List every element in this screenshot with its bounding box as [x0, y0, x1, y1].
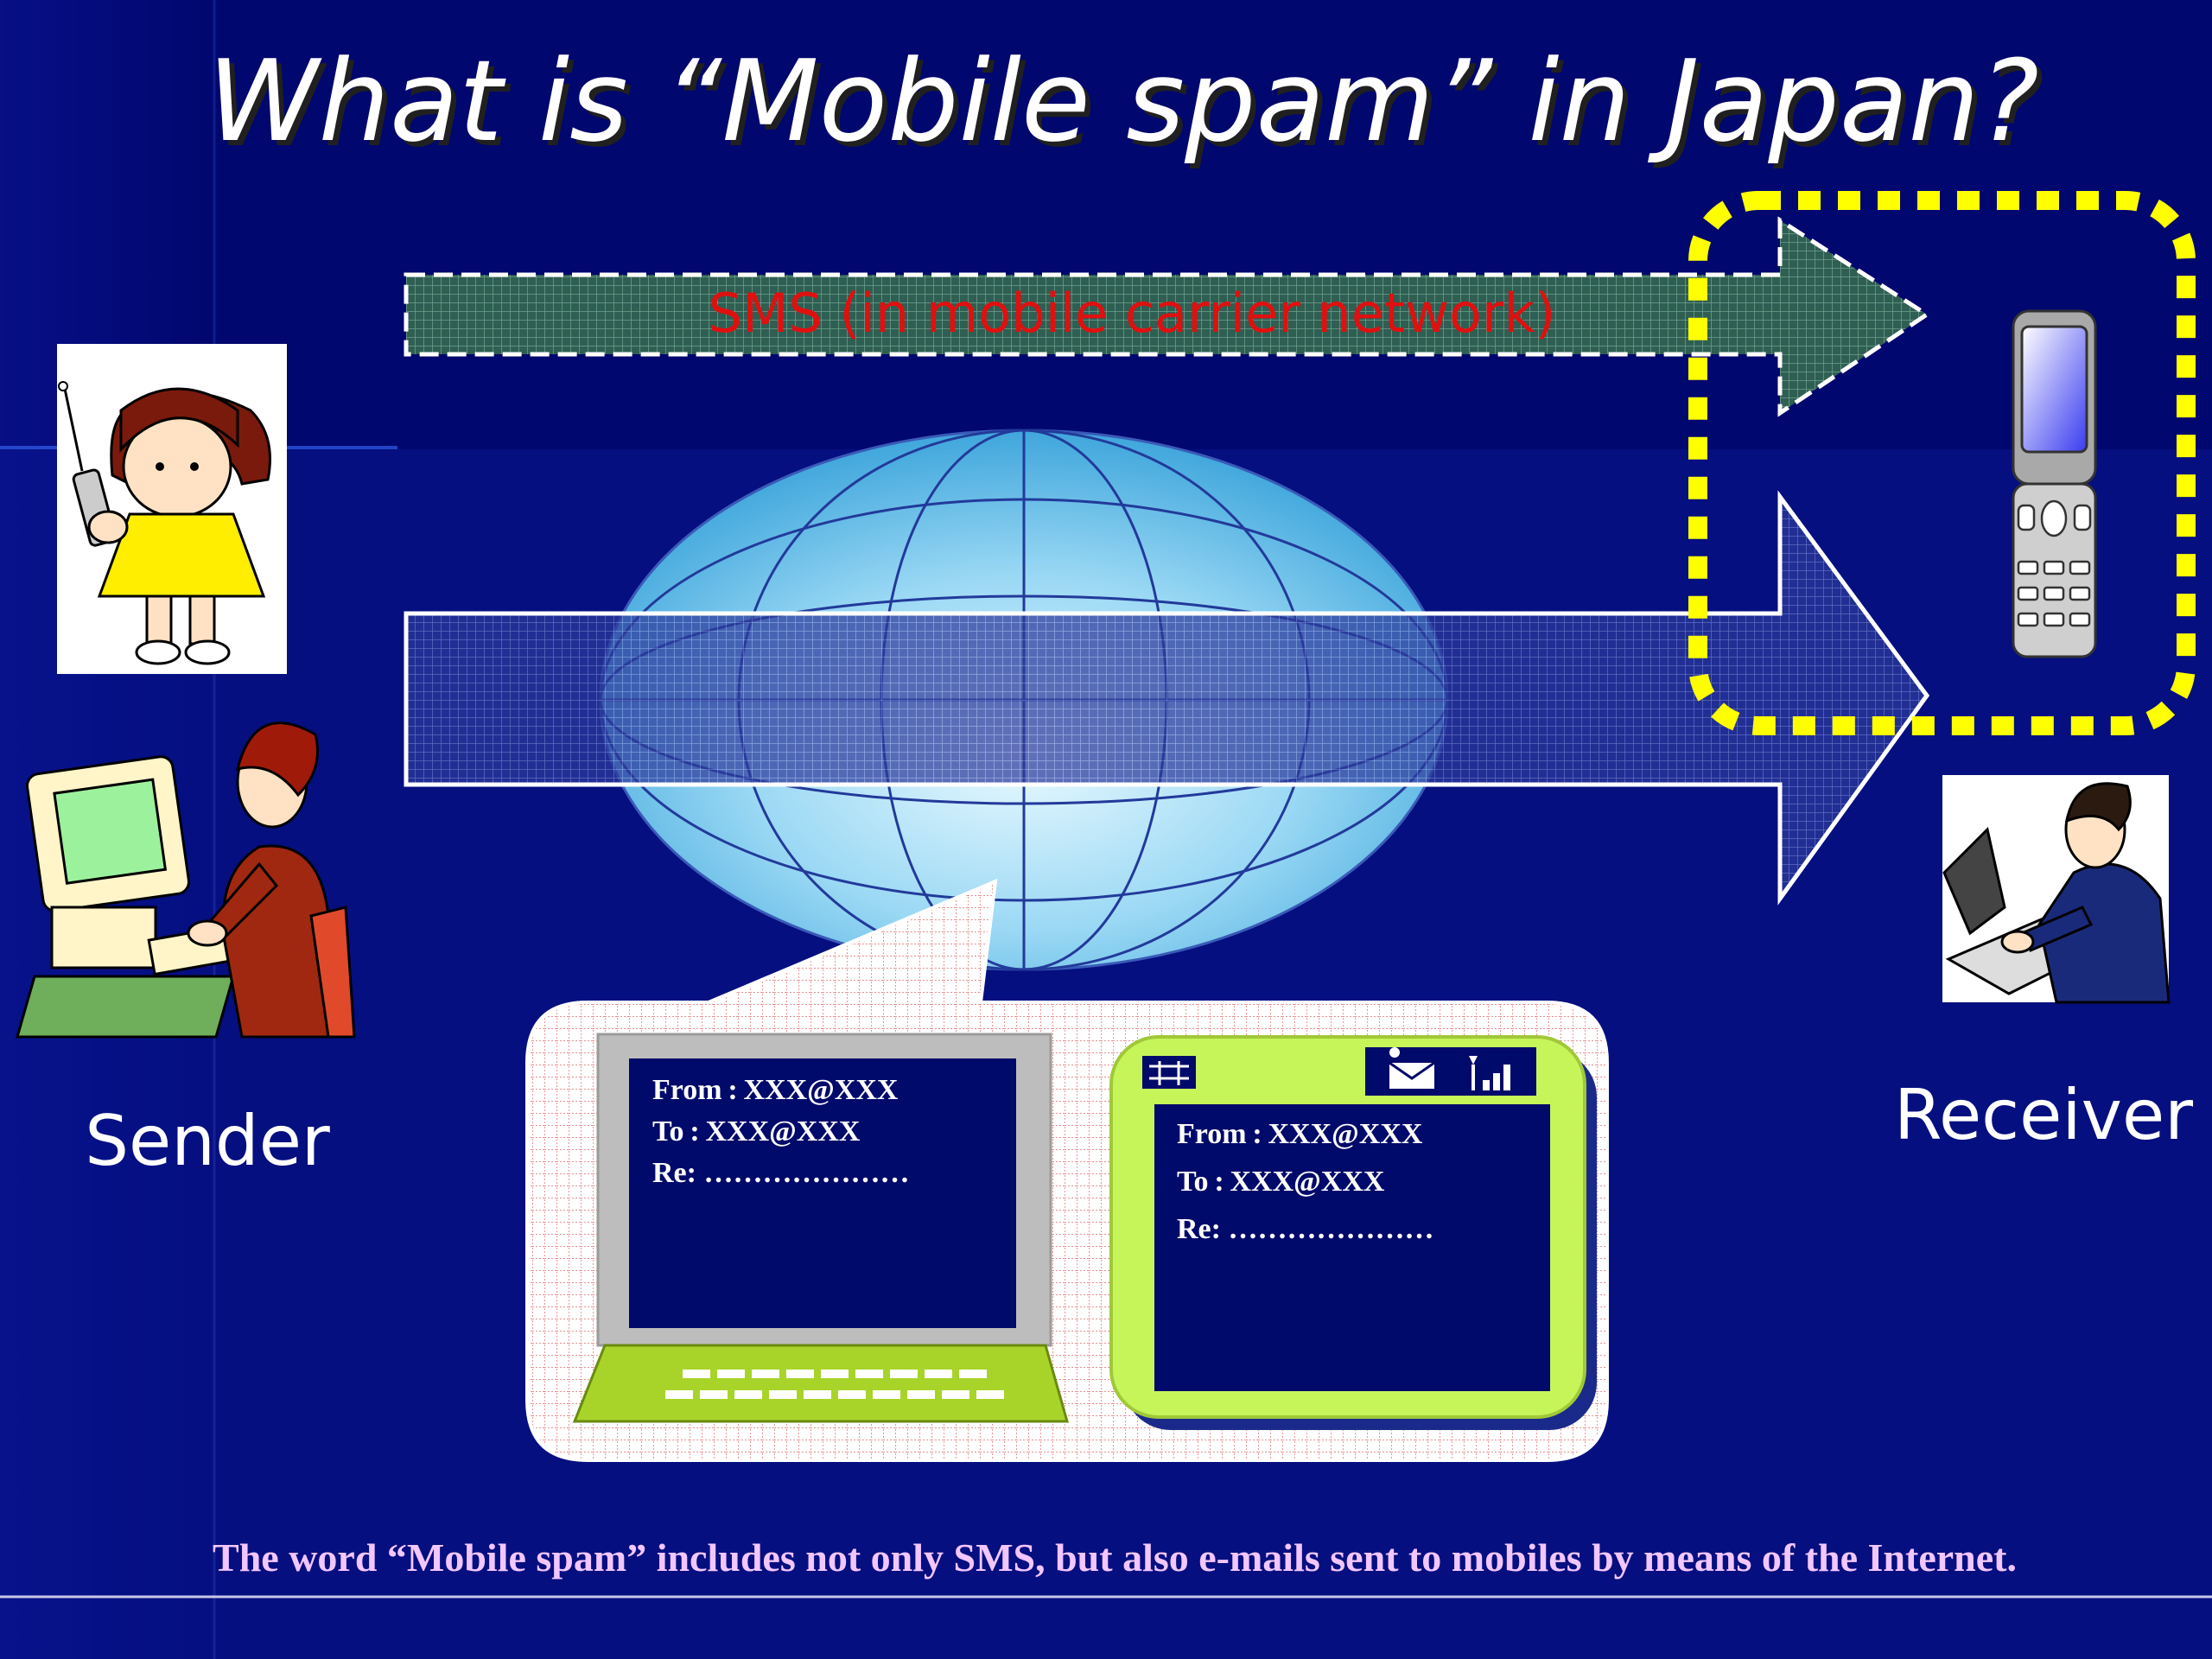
laptop-icon: [572, 1033, 1069, 1423]
footer-text: The word “Mobile spam” includes not only…: [213, 1535, 2017, 1580]
phone-email-to: To : XXX@XXX: [1177, 1166, 1385, 1198]
slide-title-front: What is “Mobile spam” in Japan?: [207, 35, 2039, 167]
internet-arrow: [404, 490, 1930, 906]
phone-email-re: Re: …………………: [1177, 1213, 1433, 1245]
sms-label: SMS (in mobile carrier network): [709, 282, 1556, 345]
girl-with-phone-icon: [57, 344, 287, 674]
laptop-email-re: Re: …………………: [652, 1157, 909, 1189]
mobile-phone-icon: [2012, 309, 2097, 658]
phone-email-from: From : XXX@XXX: [1177, 1118, 1423, 1150]
slide-title: What is “Mobile spam” in Japan?: [213, 41, 2044, 172]
battery-icon: [1142, 1056, 1196, 1089]
sms-arrow: [404, 216, 1931, 417]
person-at-computer-icon: [16, 721, 356, 1039]
mail-icon: [1389, 1047, 1435, 1089]
signal-bars-icon: [1469, 1056, 1510, 1090]
sender-label: Sender: [85, 1101, 330, 1181]
businessman-at-laptop-icon: [1942, 775, 2171, 1004]
laptop-email-to: To : XXX@XXX: [652, 1116, 861, 1147]
phone-screen-mockup: [1109, 1035, 1597, 1430]
receiver-label: Receiver: [1894, 1075, 2193, 1155]
laptop-email-from: From : XXX@XXX: [652, 1074, 899, 1106]
